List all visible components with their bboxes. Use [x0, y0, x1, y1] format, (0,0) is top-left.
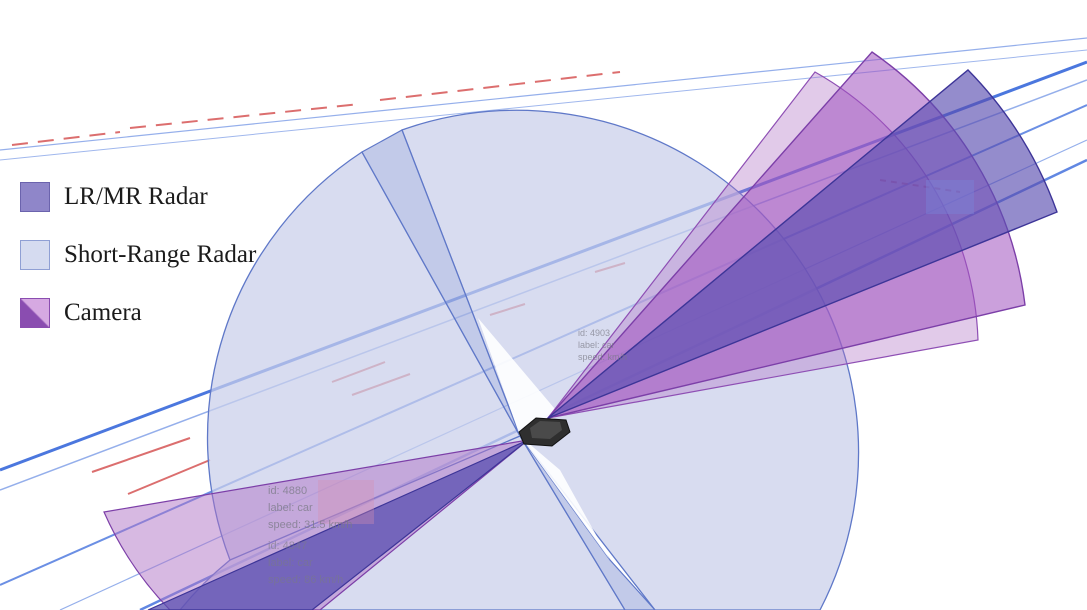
camera-swatch — [20, 298, 50, 328]
legend-item-camera: Camera — [20, 294, 256, 332]
svg-text:speed: 86 km/h: speed: 86 km/h — [268, 574, 343, 586]
object-label-4847: id: 4847 label: car speed: 86 km/h — [268, 540, 343, 586]
svg-text:id: 4903: id: 4903 — [578, 328, 610, 338]
svg-text:id: 4880: id: 4880 — [268, 485, 307, 497]
detected-object-box — [926, 180, 974, 214]
lr-mr-radar-swatch — [20, 182, 50, 212]
object-label-4880: id: 4880 label: car speed: 31.5 km/h — [268, 485, 352, 531]
legend-item-short-range-radar: Short-Range Radar — [20, 236, 256, 274]
ego-vehicle — [518, 417, 571, 447]
short-range-radar-rear-sector — [361, 129, 521, 437]
svg-text:label: car: label: car — [268, 502, 313, 514]
svg-text:label: car: label: car — [268, 557, 313, 569]
legend-label: LR/MR Radar — [64, 183, 208, 210]
detected-object-box — [318, 480, 374, 524]
legend-item-lr-mr-radar: LR/MR Radar — [20, 178, 256, 216]
lr-mr-radar-rear — [147, 439, 529, 610]
short-range-radar-gap — [478, 318, 610, 560]
short-range-radar-front-sector — [519, 435, 656, 610]
svg-text:label: car: label: car — [578, 340, 615, 350]
legend: LR/MR Radar Short-Range Radar Camera — [20, 178, 256, 352]
object-label-4903: id: 4903 label: car speed: km/h — [578, 328, 627, 362]
svg-text:id: 4847: id: 4847 — [268, 540, 307, 552]
legend-label: Short-Range Radar — [64, 241, 257, 268]
legend-label: Camera — [64, 299, 142, 326]
svg-text:speed: 31.5 km/h: speed: 31.5 km/h — [268, 519, 352, 531]
lr-mr-radar-forward — [547, 69, 1058, 419]
svg-text:speed: km/h: speed: km/h — [578, 352, 627, 362]
short-range-radar-swatch — [20, 240, 50, 270]
